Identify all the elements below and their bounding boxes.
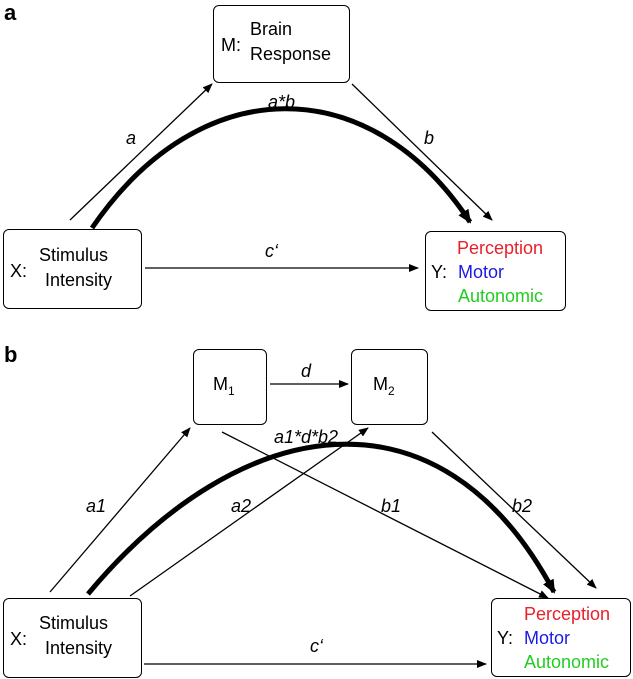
- label-b1: b1: [381, 496, 402, 516]
- x-label-line2-a: Intensity: [45, 270, 113, 290]
- mediator-box: M: Brain Response: [213, 5, 350, 83]
- label-a2: a2: [231, 496, 252, 516]
- label-a: a: [126, 128, 137, 148]
- panel-a-letter: a: [4, 0, 17, 25]
- arrow-a: [69, 83, 213, 221]
- mediator-label-line1: Brain: [250, 19, 293, 39]
- mediator-prefix: M:: [221, 35, 241, 55]
- label-c-prime-a: c‘: [265, 241, 278, 261]
- x-prefix-a: X:: [10, 261, 28, 281]
- y-prefix-b: Y:: [497, 628, 514, 648]
- y-autonomic-a: Autonomic: [458, 286, 544, 306]
- arrow-b1: [221, 431, 549, 599]
- mediator-label-line2: Response: [250, 44, 332, 64]
- label-b2: b2: [512, 496, 533, 516]
- label-c-prime-b: c‘: [310, 636, 323, 656]
- x-box-a: X: Stimulus Intensity: [3, 229, 142, 309]
- m2-box: M2: [351, 349, 428, 425]
- arrow-indirect-a1db2: [86, 441, 557, 596]
- x-prefix-b: X:: [10, 629, 28, 649]
- label-a1db2: a1*d*b2: [274, 427, 339, 447]
- x-label-line2-b: Intensity: [45, 638, 113, 658]
- m1-box: M1: [193, 349, 267, 425]
- y-box-a: Y: Perception Motor Autonomic: [425, 231, 566, 311]
- y-box-b: Y: Perception Motor Autonomic: [491, 598, 631, 677]
- y-perception-b: Perception: [524, 604, 611, 624]
- m2-label: M2: [373, 374, 395, 398]
- y-motor-b: Motor: [524, 628, 571, 648]
- arrow-a1: [49, 427, 191, 593]
- y-prefix-a: Y:: [431, 262, 448, 282]
- label-ab: a*b: [268, 92, 296, 112]
- x-box-b: X: Stimulus Intensity: [3, 598, 142, 678]
- label-a1: a1: [86, 496, 107, 516]
- arrow-b2: [431, 431, 597, 589]
- label-d: d: [301, 361, 312, 381]
- y-perception-a: Perception: [457, 238, 544, 258]
- y-motor-a: Motor: [458, 262, 505, 282]
- y-autonomic-b: Autonomic: [524, 652, 610, 672]
- arrow-indirect-ab: [89, 106, 473, 230]
- panel-b-letter: b: [4, 342, 18, 367]
- arrow-b: [351, 83, 493, 221]
- m1-label: M1: [213, 374, 235, 398]
- label-b: b: [424, 128, 435, 148]
- arrow-a2: [129, 427, 369, 597]
- x-label-line1-b: Stimulus: [39, 613, 109, 633]
- x-label-line1-a: Stimulus: [39, 245, 109, 265]
